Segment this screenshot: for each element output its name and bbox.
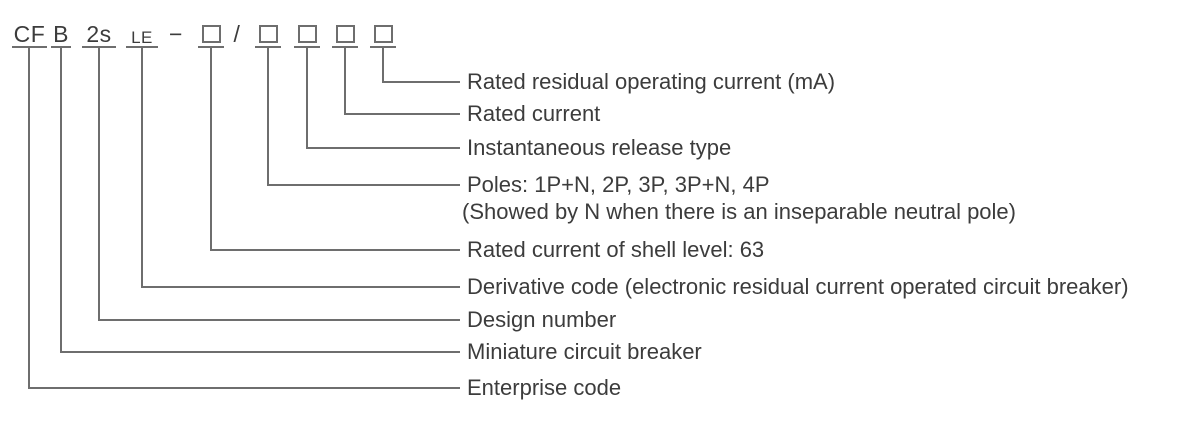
placeholder-box-icon — [335, 25, 355, 43]
code-segment-breaker-type: B — [51, 20, 71, 48]
placeholder-box-icon — [297, 25, 317, 43]
code-text-le: LE — [131, 28, 153, 47]
connector-instantaneous-release — [306, 46, 460, 149]
connector-rated-current — [344, 46, 460, 115]
connector-shell-level — [210, 46, 460, 251]
connector-enterprise-code — [28, 46, 460, 389]
code-segment-residual-current — [370, 20, 396, 48]
code-segment-shell-level — [198, 20, 224, 48]
code-text-2s: 2s — [86, 21, 112, 47]
label-rated-current-of-shell-level: Rated current of shell level: 63 — [467, 237, 765, 262]
code-text-b: B — [53, 21, 69, 47]
label-rated-residual-operating-current: Rated residual operating current (mA) — [467, 69, 836, 94]
code-segment-poles — [255, 20, 281, 48]
label-instantaneous-release-type: Instantaneous release type — [467, 135, 732, 160]
label-derivative-code: Derivative code (electronic residual cur… — [467, 274, 1129, 299]
code-separator-dash: − — [164, 20, 188, 46]
connector-poles — [267, 46, 460, 186]
code-text-cf: CF — [13, 21, 46, 47]
slash-separator: / — [233, 21, 241, 47]
dash-separator: − — [169, 21, 183, 47]
label-poles: Poles: 1P+N, 2P, 3P, 3P+N, 4P — [467, 172, 770, 197]
code-segment-rated-current — [332, 20, 358, 48]
label-enterprise-code: Enterprise code — [467, 375, 622, 400]
label-rated-current: Rated current — [467, 101, 601, 126]
label-design-number: Design number — [467, 307, 617, 332]
connector-rated-residual-current — [382, 46, 460, 83]
connector-miniature-circuit-breaker — [60, 46, 460, 353]
code-segment-design-number: 2s — [82, 20, 116, 48]
code-segment-derivative-code: LE — [126, 20, 158, 48]
code-segment-instantaneous-release — [294, 20, 320, 48]
code-separator-slash: / — [228, 20, 246, 46]
code-segment-enterprise-code: CF — [12, 20, 47, 48]
connector-derivative-code — [141, 46, 460, 288]
placeholder-box-icon — [201, 25, 221, 43]
placeholder-box-icon — [258, 25, 278, 43]
connector-design-number — [98, 46, 460, 321]
placeholder-box-icon — [373, 25, 393, 43]
label-poles-note: (Showed by N when there is an inseparabl… — [462, 199, 1016, 224]
label-miniature-circuit-breaker: Miniature circuit breaker — [467, 339, 702, 364]
